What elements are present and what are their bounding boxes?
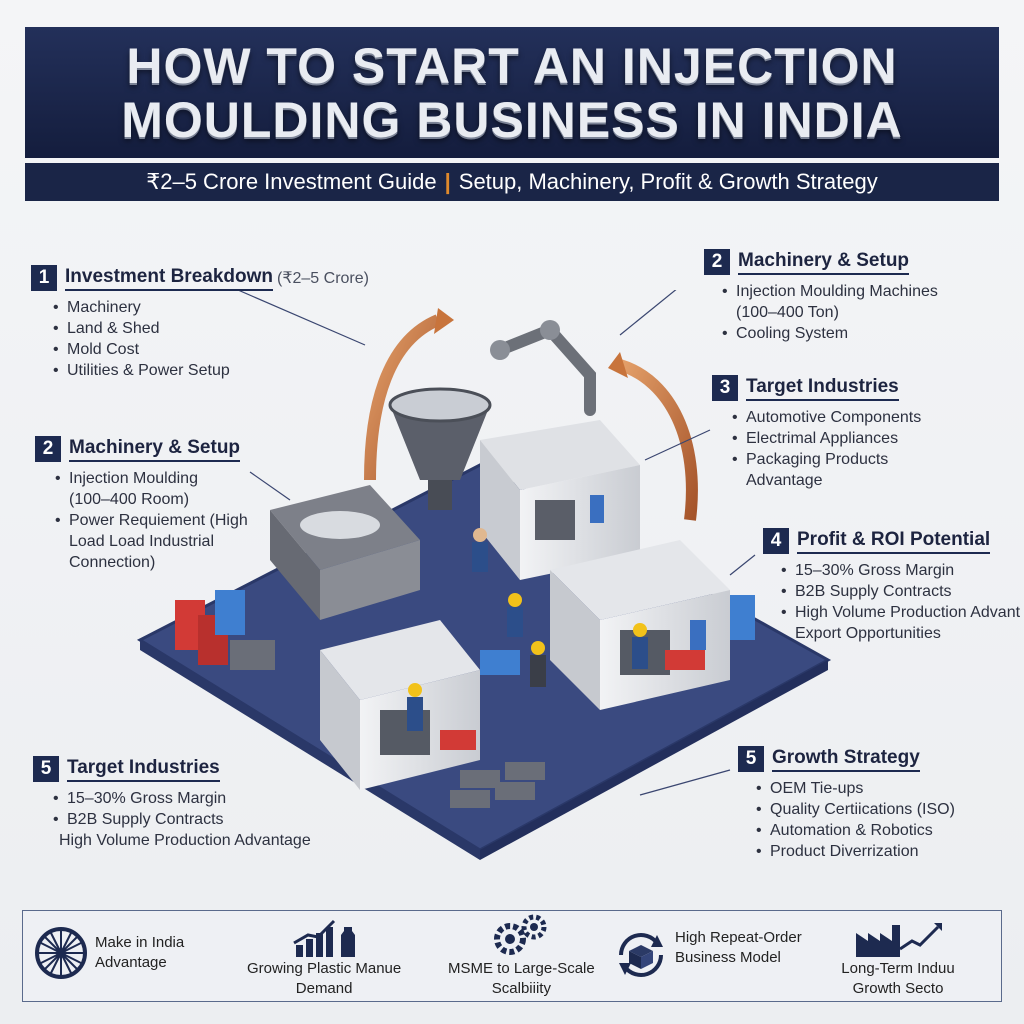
robot-arm-top xyxy=(494,322,596,416)
section-number: 3 xyxy=(712,375,738,401)
list-item: OEM Tie-ups xyxy=(756,778,955,799)
factory-illustration xyxy=(136,290,832,860)
list-item: High Volume Production Advantage xyxy=(59,832,311,849)
workers xyxy=(407,528,648,731)
feature-label-line1: Growing Plastic Manue xyxy=(247,960,402,977)
feature-label-line1: Make in India xyxy=(95,934,185,951)
list-item: 15–30% Gross Margin xyxy=(781,560,1021,581)
feature-repeat-order: High Repeat-Order Business Model xyxy=(611,929,802,981)
feature-make-in-india: Make in India Advantage xyxy=(33,925,184,981)
section-title: Machinery & Setup xyxy=(69,437,241,462)
gears-icon xyxy=(494,914,547,955)
feature-plastic-demand: Growing Plastic Manue Demand xyxy=(247,917,401,999)
material-hopper xyxy=(390,405,490,480)
list-item: B2B Supply Contracts xyxy=(53,809,311,830)
feature-label-line2: Advantage xyxy=(95,954,167,971)
list-item: Packaging Products xyxy=(732,449,921,470)
list-item: Injection Moulding xyxy=(55,468,248,489)
subtitle-left: ₹2–5 Crore Investment Guide xyxy=(146,169,437,194)
section-number: 4 xyxy=(763,528,789,554)
subtitle-right: Setup, Machinery, Profit & Growth Strate… xyxy=(458,169,878,194)
machine-center xyxy=(480,420,640,580)
feature-long-term-growth: Long-Term Induu Growth Secto xyxy=(823,919,973,999)
list-item: Injection Moulding Machines xyxy=(722,281,938,302)
box-cycle-icon xyxy=(619,933,663,977)
list-item: Land & Shed xyxy=(53,318,369,339)
feature-label-line2: Demand xyxy=(295,980,353,997)
section-machinery-setup-left: 2 Machinery & Setup Injection Moulding (… xyxy=(35,436,248,573)
list-item: Power Requiement (High xyxy=(55,510,248,531)
feature-label-line1: Long-Term Induu xyxy=(841,960,955,977)
list-item: Advantage xyxy=(746,472,823,489)
section-number: 2 xyxy=(704,249,730,275)
list-item: Load Load Industrial xyxy=(69,533,214,550)
feature-scalability: MSME to Large-Scale Scalbiiity xyxy=(448,913,595,999)
feature-strip: Make in India Advantage Growing Plastic … xyxy=(22,910,1002,1002)
section-number: 5 xyxy=(738,746,764,772)
cycle-arrow-right xyxy=(618,359,698,521)
section-number: 5 xyxy=(33,756,59,782)
page-title-line-2: MOULDING BUSINESS IN INDIA xyxy=(121,91,903,148)
feature-label-line2: Business Model xyxy=(675,949,781,966)
feature-label-line2: Growth Secto xyxy=(852,980,944,997)
section-title: Profit & ROI Potential xyxy=(797,529,991,554)
list-item: Machinery xyxy=(53,297,369,318)
cycle-arrow-left xyxy=(364,314,441,481)
ashoka-chakra-icon xyxy=(35,927,87,979)
list-item: Connection) xyxy=(69,554,156,571)
feature-label-line1: High Repeat-Order xyxy=(675,929,802,946)
list-item: B2B Supply Contracts xyxy=(781,581,1021,602)
page-title-line-1: HOW TO START AN INJECTION xyxy=(126,37,898,94)
machine-front xyxy=(320,620,480,790)
list-item: Export Opportunities xyxy=(795,625,941,642)
list-item: Automotive Components xyxy=(732,407,921,428)
section-title: Target Industries xyxy=(746,376,899,401)
subtitle-banner: ₹2–5 Crore Investment Guide | Setup, Mac… xyxy=(25,163,999,201)
list-item: Electrimal Appliances xyxy=(732,428,921,449)
product-stacks xyxy=(175,590,755,750)
subtitle-separator: | xyxy=(444,169,451,194)
factory-icon xyxy=(856,923,942,957)
list-item: (100–400 Room) xyxy=(69,491,190,508)
list-item: Cooling System xyxy=(722,323,938,344)
title-banner: HOW TO START AN INJECTION MOULDING BUSIN… xyxy=(25,27,999,158)
feature-label-line2: Scalbiiity xyxy=(491,980,551,997)
list-item: 15–30% Gross Margin xyxy=(53,788,311,809)
section-investment-breakdown: 1 Investment Breakdown (₹2–5 Crore) Mach… xyxy=(31,265,369,381)
section-number: 2 xyxy=(35,436,61,462)
section-title: Target Industries xyxy=(67,757,220,782)
list-item: Mold Cost xyxy=(53,339,369,360)
mold-blocks xyxy=(230,640,545,808)
list-item: Automation & Robotics xyxy=(756,820,955,841)
section-title: Growth Strategy xyxy=(772,747,920,772)
feature-label-line1: MSME to Large-Scale xyxy=(448,960,595,977)
list-item: (100–400 Ton) xyxy=(736,304,839,321)
section-number: 1 xyxy=(31,265,57,291)
list-item: Quality Certiications (ISO) xyxy=(756,799,955,820)
section-title: Investment Breakdown xyxy=(65,266,273,291)
list-item: Utilities & Power Setup xyxy=(53,360,369,381)
section-title: Machinery & Setup xyxy=(738,250,910,275)
list-item: High Volume Production Advant xyxy=(781,602,1021,623)
section-target-industries-left: 5 Target Industries 15–30% Gross Margin … xyxy=(33,756,311,851)
section-machinery-setup-right: 2 Machinery & Setup Injection Moulding M… xyxy=(704,249,938,344)
growth-chart-bottle-icon xyxy=(293,919,356,957)
section-note: (₹2–5 Crore) xyxy=(277,270,369,287)
machine-left xyxy=(270,485,420,620)
section-profit-roi: 4 Profit & ROI Potential 15–30% Gross Ma… xyxy=(763,528,1021,644)
section-target-industries-right: 3 Target Industries Automotive Component… xyxy=(712,375,921,491)
list-item: Product Diverrization xyxy=(756,841,955,862)
section-growth-strategy: 5 Growth Strategy OEM Tie-ups Quality Ce… xyxy=(738,746,955,862)
